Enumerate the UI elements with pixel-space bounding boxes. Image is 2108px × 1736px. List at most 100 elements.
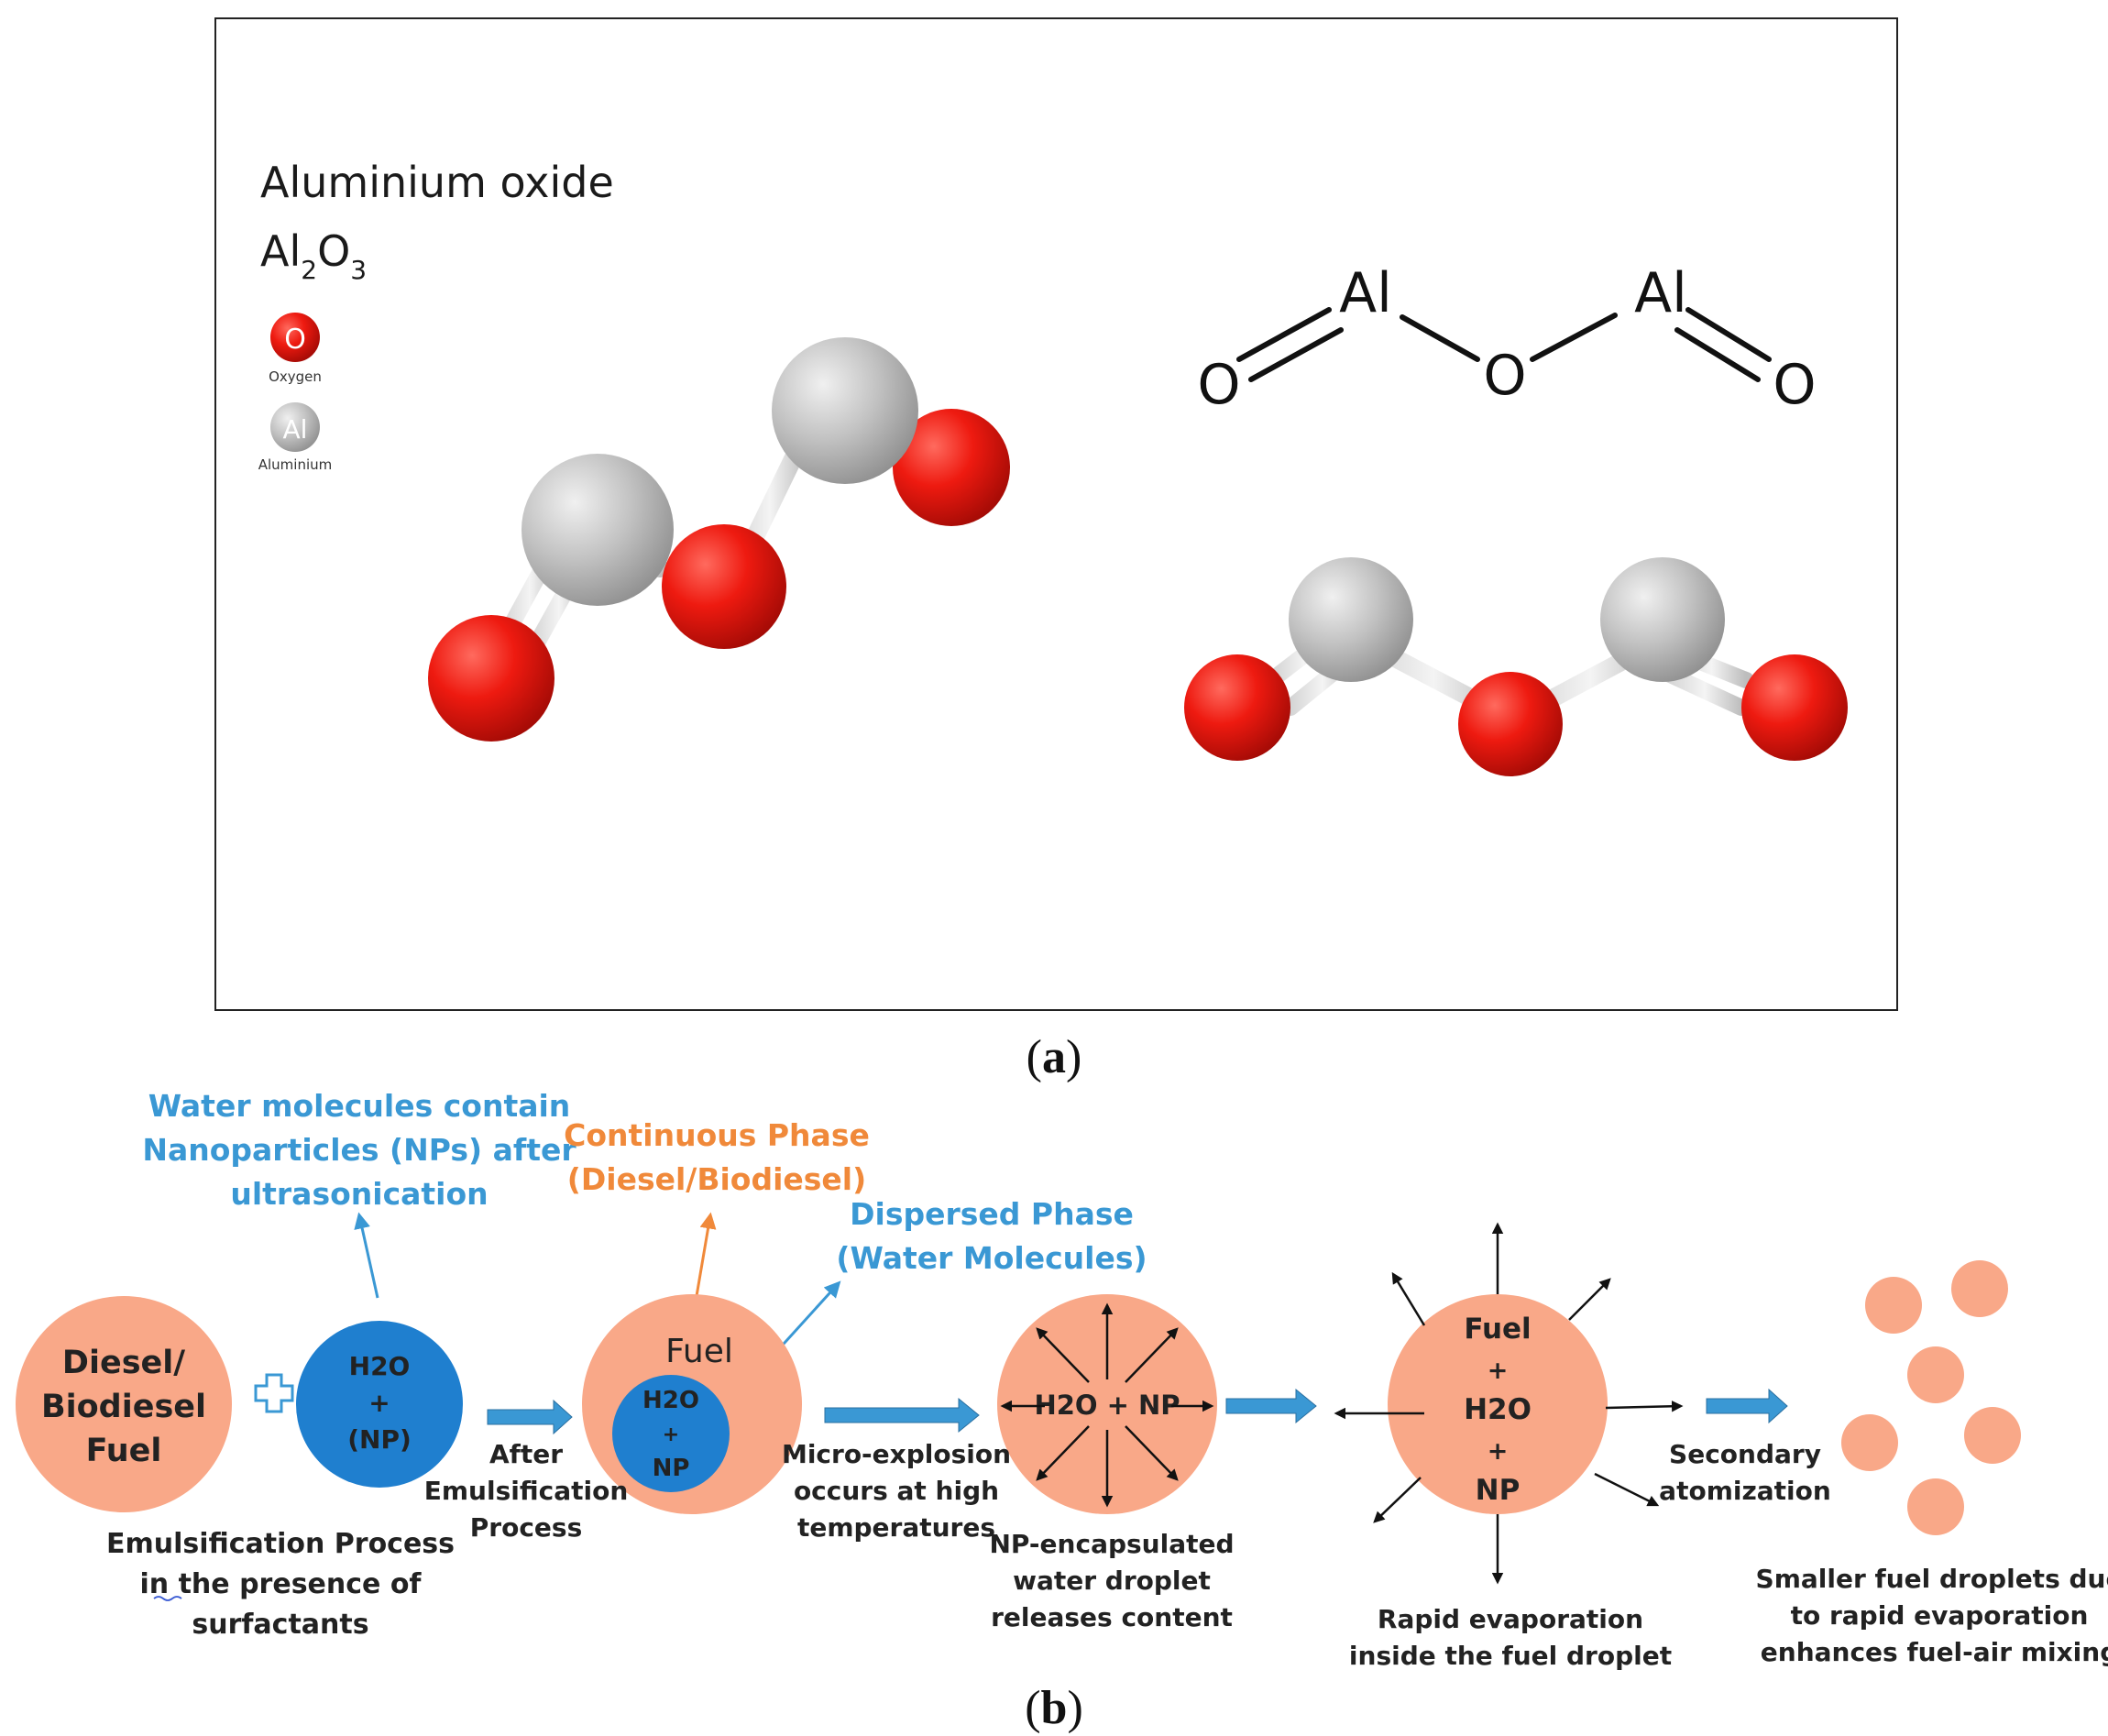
svg-text:Fuel: Fuel [86, 1433, 162, 1469]
label-water-nanoparticles: Water molecules contain Nanoparticles (N… [142, 1088, 576, 1212]
molecule-3d-model-right [1184, 557, 1848, 776]
svg-text:H2O: H2O [349, 1351, 411, 1381]
h2o-np-circle: H2O + (NP) [296, 1321, 463, 1488]
svg-text:Nanoparticles (NPs) after: Nanoparticles (NPs) after [142, 1132, 576, 1168]
atom-ball [1600, 557, 1725, 682]
water-droplet [612, 1375, 730, 1492]
svg-text:Biodiesel: Biodiesel [41, 1389, 206, 1425]
small-droplet [1841, 1414, 1898, 1471]
svg-text:to rapid evaporation: to rapid evaporation [1791, 1600, 2089, 1631]
caption-rapid-evaporation: Rapid evaporation inside the fuel drople… [1349, 1604, 1672, 1671]
svg-text:(Diesel/Biodiesel): (Diesel/Biodiesel) [567, 1161, 866, 1197]
svg-text:temperatures: temperatures [797, 1512, 995, 1543]
caption-a: (a) [1027, 1031, 1082, 1083]
structure-atom: Al [1339, 261, 1392, 325]
plus-icon [254, 1373, 294, 1413]
atom-ball [1458, 672, 1563, 776]
svg-text:NP-encapsulated: NP-encapsulated [989, 1529, 1234, 1559]
svg-text:Diesel/: Diesel/ [62, 1345, 185, 1381]
svg-text:Secondary: Secondary [1669, 1439, 1821, 1469]
svg-text:enhances fuel-air mixing: enhances fuel-air mixing [1761, 1637, 2108, 1667]
svg-text:occurs at high: occurs at high [794, 1476, 999, 1506]
process-arrow [1225, 1388, 1317, 1424]
compound-name: Aluminium oxide [260, 158, 614, 207]
svg-text:inside the fuel droplet: inside the fuel droplet [1349, 1641, 1672, 1671]
structure-atom: O [1773, 353, 1816, 417]
svg-text:Dispersed Phase: Dispersed Phase [850, 1196, 1134, 1232]
process-arrow [824, 1397, 980, 1434]
svg-text:After: After [489, 1439, 563, 1469]
svg-text:(NP): (NP) [347, 1424, 412, 1455]
oxygen-legend-symbol: O [284, 324, 306, 356]
svg-text:Fuel: Fuel [665, 1333, 733, 1370]
svg-text:H2O: H2O [642, 1387, 699, 1414]
skeletal-structure: O Al O Al O [1197, 261, 1816, 417]
svg-text:Process: Process [470, 1512, 583, 1543]
emulsion-droplet: Fuel H2O + NP [582, 1294, 802, 1514]
atom-ball [772, 337, 918, 484]
caption-emulsification: Emulsification Process in the presence o… [106, 1528, 455, 1641]
caption-micro-explosion: Micro-explosion occurs at high temperatu… [782, 1439, 1011, 1543]
micro-explosion-droplet: H2O + NP [997, 1294, 1217, 1514]
legend-aluminium: Al Aluminium [258, 402, 333, 473]
small-droplet [1865, 1277, 1922, 1334]
pointer-arrow-continuous [695, 1212, 717, 1297]
svg-text:H2O: H2O [1464, 1393, 1532, 1426]
structure-atom: O [1483, 344, 1526, 408]
atom-ball [522, 454, 674, 606]
aluminium-legend-symbol: Al [283, 414, 308, 445]
svg-text:+: + [368, 1388, 390, 1418]
svg-text:releases content: releases content [991, 1602, 1233, 1632]
structure-atom: O [1197, 353, 1240, 417]
atom-ball [893, 409, 1010, 526]
svg-text:Rapid evaporation: Rapid evaporation [1378, 1604, 1643, 1634]
svg-text:Continuous Phase: Continuous Phase [564, 1117, 870, 1153]
atom-ball [1184, 654, 1290, 761]
svg-text:Water molecules contain: Water molecules contain [148, 1088, 571, 1124]
svg-text:Micro-explosion: Micro-explosion [782, 1439, 1011, 1469]
process-arrow [1706, 1388, 1788, 1424]
svg-text:atomization: atomization [1659, 1476, 1831, 1506]
caption-after-emulsification: After Emulsification Process [424, 1439, 629, 1543]
process-arrow [487, 1399, 573, 1435]
caption-np-encapsulated: NP-encapsulated water droplet releases c… [989, 1529, 1234, 1632]
oxygen-legend-ball [270, 313, 320, 362]
svg-text:in the presence of: in the presence of [140, 1568, 423, 1600]
svg-text:Emulsification Process: Emulsification Process [106, 1528, 455, 1560]
small-droplet [1964, 1407, 2021, 1464]
svg-text:H2O + NP: H2O + NP [1034, 1390, 1180, 1421]
svg-text:+: + [1488, 1437, 1509, 1466]
aluminium-legend-ball [270, 402, 320, 452]
small-droplet [1907, 1346, 1964, 1403]
caption-secondary-atomization: Secondary atomization [1659, 1439, 1831, 1506]
svg-text:+: + [663, 1423, 679, 1446]
oxygen-legend-label: Oxygen [269, 368, 322, 385]
svg-text:NP: NP [1476, 1474, 1521, 1507]
atom-ball [428, 615, 554, 742]
svg-text:Smaller fuel droplets due: Smaller fuel droplets due [1756, 1564, 2108, 1594]
aluminium-legend-label: Aluminium [258, 456, 333, 473]
panel-a-frame [214, 17, 1898, 1011]
svg-text:NP: NP [653, 1455, 690, 1482]
atom-ball [1289, 557, 1413, 682]
svg-text:water droplet: water droplet [1013, 1566, 1211, 1596]
svg-text:ultrasonication: ultrasonication [230, 1176, 488, 1212]
diesel-fuel-circle: Diesel/ Biodiesel Fuel [16, 1296, 232, 1512]
label-continuous-phase: Continuous Phase (Diesel/Biodiesel) [564, 1117, 870, 1197]
evaporation-droplet: Fuel + H2O + NP [1334, 1222, 1684, 1585]
molecule-3d-model-left [428, 337, 1010, 742]
caption-b: (b) [1025, 1682, 1083, 1734]
svg-text:Emulsification: Emulsification [424, 1476, 629, 1506]
pointer-arrow-water [354, 1212, 379, 1299]
compound-formula: Al2O3 [260, 226, 367, 285]
small-droplet [1951, 1260, 2008, 1317]
smaller-droplets [1841, 1260, 2021, 1535]
structure-atom: Al [1634, 261, 1687, 325]
legend-oxygen: O Oxygen [269, 313, 322, 385]
atom-ball [1741, 654, 1848, 761]
small-droplet [1907, 1478, 1964, 1535]
svg-text:+: + [1488, 1357, 1509, 1385]
label-dispersed-phase: Dispersed Phase (Water Molecules) [836, 1196, 1147, 1276]
caption-smaller-droplets: Smaller fuel droplets due to rapid evapo… [1756, 1564, 2108, 1667]
